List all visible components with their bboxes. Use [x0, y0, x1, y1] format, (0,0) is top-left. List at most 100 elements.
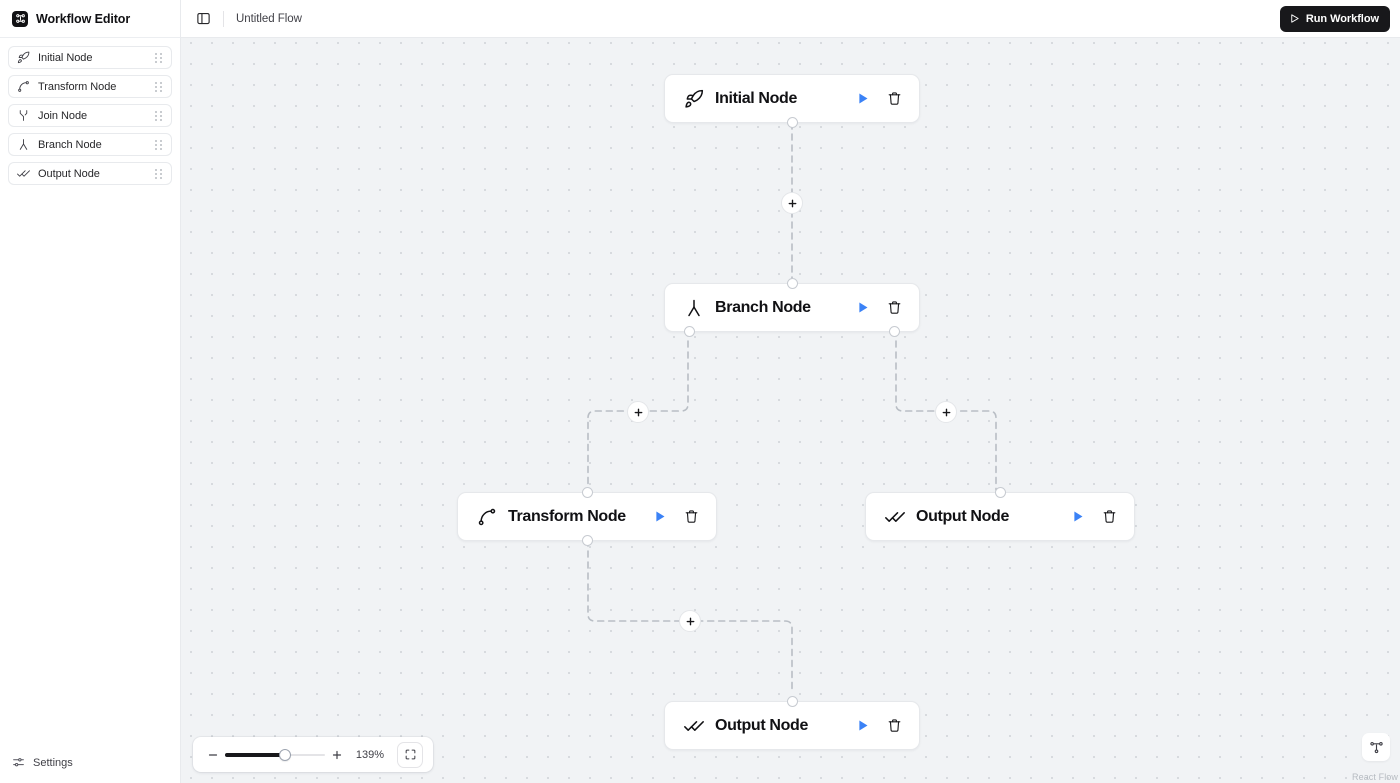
- node-handle-target[interactable]: [786, 696, 798, 707]
- edge-add-button-branch-output1[interactable]: [935, 401, 957, 423]
- flow-node-output-2[interactable]: Output Node: [664, 696, 920, 750]
- split-branch-icon: [683, 297, 705, 319]
- palette-item-transform-node[interactable]: Transform Node: [8, 75, 172, 98]
- palette-item-join-node[interactable]: Join Node: [8, 104, 172, 127]
- drag-handle-icon[interactable]: [153, 139, 163, 151]
- sidebar-header: Workflow Editor: [0, 0, 180, 38]
- main-area: Untitled Flow Run Workflow: [181, 0, 1400, 783]
- double-check-icon: [683, 715, 705, 737]
- run-workflow-label: Run Workflow: [1305, 12, 1379, 25]
- curve-transform-icon: [17, 80, 30, 93]
- trash-icon: [887, 300, 902, 315]
- zoom-level-value: 139%: [355, 748, 385, 761]
- plus-icon: [941, 407, 952, 418]
- settings-label: Settings: [33, 756, 73, 769]
- trash-icon: [1102, 509, 1117, 524]
- node-handle-source[interactable]: [786, 117, 798, 128]
- flow-node-branch[interactable]: Branch Node: [664, 278, 920, 337]
- sliders-icon: [12, 756, 25, 769]
- node-handle-source[interactable]: [581, 535, 593, 546]
- node-delete-button[interactable]: [883, 715, 905, 737]
- trash-icon: [887, 718, 902, 733]
- flow-name[interactable]: Untitled Flow: [236, 12, 302, 25]
- plus-icon: [685, 616, 696, 627]
- node-handle-source-right[interactable]: [889, 326, 900, 337]
- node-title: Initial Node: [715, 89, 798, 107]
- node-title: Output Node: [715, 716, 809, 734]
- node-handle-source-left[interactable]: [684, 326, 695, 337]
- topbar-divider: [223, 10, 224, 27]
- zoom-out-button[interactable]: [203, 744, 223, 766]
- workflow-logo-icon: [12, 10, 28, 27]
- drag-handle-icon[interactable]: [153, 168, 163, 180]
- flow-node-output-1[interactable]: Output Node: [865, 487, 1135, 541]
- panel-left-icon[interactable]: [193, 9, 213, 29]
- play-filled-icon: [1070, 509, 1085, 524]
- edge-add-button-initial-branch[interactable]: [781, 192, 803, 214]
- rocket-icon: [17, 51, 30, 64]
- double-check-icon: [17, 167, 30, 180]
- drag-handle-icon[interactable]: [153, 52, 163, 64]
- zoom-in-button[interactable]: [327, 744, 347, 766]
- react-flow-icon: [1369, 740, 1384, 755]
- drag-handle-icon[interactable]: [153, 110, 163, 122]
- palette-item-label: Join Node: [38, 109, 88, 122]
- zoom-controls: 139%: [193, 737, 433, 772]
- palette-item-initial-node[interactable]: Initial Node: [8, 46, 172, 69]
- node-run-button[interactable]: [648, 506, 670, 528]
- node-run-button[interactable]: [1066, 506, 1088, 528]
- node-title: Transform Node: [508, 507, 626, 525]
- curve-transform-icon: [476, 506, 498, 528]
- flow-canvas[interactable]: Initial Node: [181, 38, 1400, 783]
- react-flow-icon-button[interactable]: [1362, 733, 1390, 761]
- play-filled-icon: [652, 509, 667, 524]
- drag-handle-icon[interactable]: [153, 81, 163, 93]
- plus-icon: [633, 407, 644, 418]
- sidebar-footer: Settings: [0, 746, 181, 783]
- node-delete-button[interactable]: [883, 88, 905, 110]
- trash-icon: [684, 509, 699, 524]
- node-delete-button[interactable]: [1098, 506, 1120, 528]
- node-actions: [851, 715, 905, 737]
- rocket-icon: [683, 88, 705, 110]
- fit-view-button[interactable]: [397, 741, 423, 768]
- zoom-slider[interactable]: [225, 744, 325, 766]
- node-run-button[interactable]: [851, 715, 873, 737]
- node-actions: [851, 88, 905, 110]
- minus-icon: [207, 749, 219, 761]
- topbar: Untitled Flow Run Workflow: [181, 0, 1400, 38]
- palette-item-output-node[interactable]: Output Node: [8, 162, 172, 185]
- play-filled-icon: [855, 718, 870, 733]
- merge-join-icon: [17, 109, 30, 122]
- node-actions: [851, 297, 905, 319]
- node-delete-button[interactable]: [680, 506, 702, 528]
- node-actions: [1066, 506, 1120, 528]
- node-handle-target[interactable]: [994, 487, 1006, 498]
- brand-title: Workflow Editor: [36, 11, 131, 26]
- node-run-button[interactable]: [851, 297, 873, 319]
- palette-item-label: Output Node: [38, 167, 100, 180]
- sidebar: Workflow Editor Initial Node: [0, 0, 181, 783]
- react-flow-attribution[interactable]: React Flow: [1351, 772, 1398, 782]
- node-title: Output Node: [916, 507, 1010, 525]
- node-handle-target[interactable]: [786, 278, 798, 289]
- node-palette: Initial Node Transform Node: [0, 38, 180, 185]
- palette-item-label: Initial Node: [38, 51, 93, 64]
- run-workflow-button[interactable]: Run Workflow: [1279, 5, 1390, 32]
- edge-add-button-transform-output2[interactable]: [679, 610, 701, 632]
- node-title: Branch Node: [715, 298, 811, 316]
- node-delete-button[interactable]: [883, 297, 905, 319]
- zoom-slider-thumb[interactable]: [279, 748, 291, 761]
- palette-item-label: Transform Node: [38, 80, 117, 93]
- split-branch-icon: [17, 138, 30, 151]
- node-run-button[interactable]: [851, 88, 873, 110]
- flow-node-initial[interactable]: Initial Node: [664, 74, 920, 128]
- plus-icon: [787, 198, 798, 209]
- node-handle-target[interactable]: [581, 487, 593, 498]
- palette-item-branch-node[interactable]: Branch Node: [8, 133, 172, 156]
- sidebar-item-settings[interactable]: Settings: [12, 756, 169, 769]
- flow-node-transform[interactable]: Transform Node: [457, 487, 717, 546]
- double-check-icon: [884, 506, 906, 528]
- edge-add-button-branch-transform[interactable]: [627, 401, 649, 423]
